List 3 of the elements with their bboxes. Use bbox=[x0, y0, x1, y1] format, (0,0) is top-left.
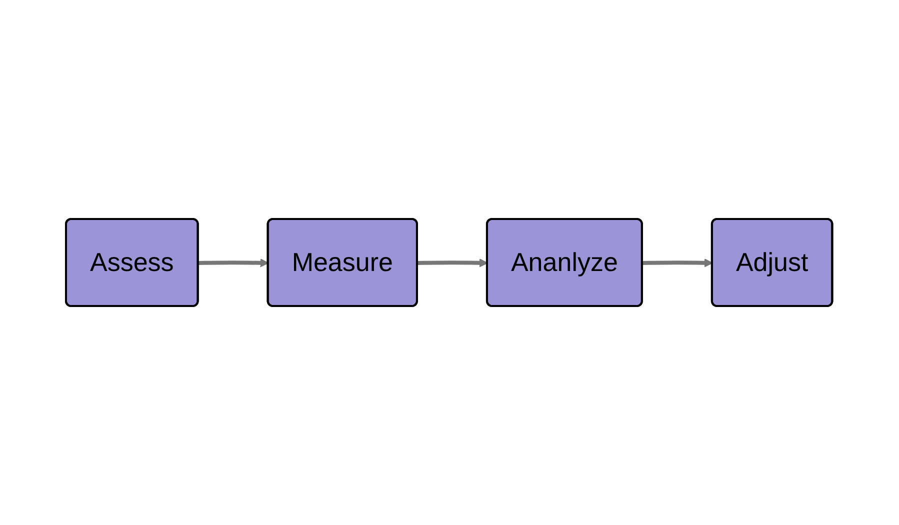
arrow bbox=[198, 258, 270, 268]
arrow bbox=[418, 258, 488, 268]
arrow bbox=[642, 258, 714, 268]
